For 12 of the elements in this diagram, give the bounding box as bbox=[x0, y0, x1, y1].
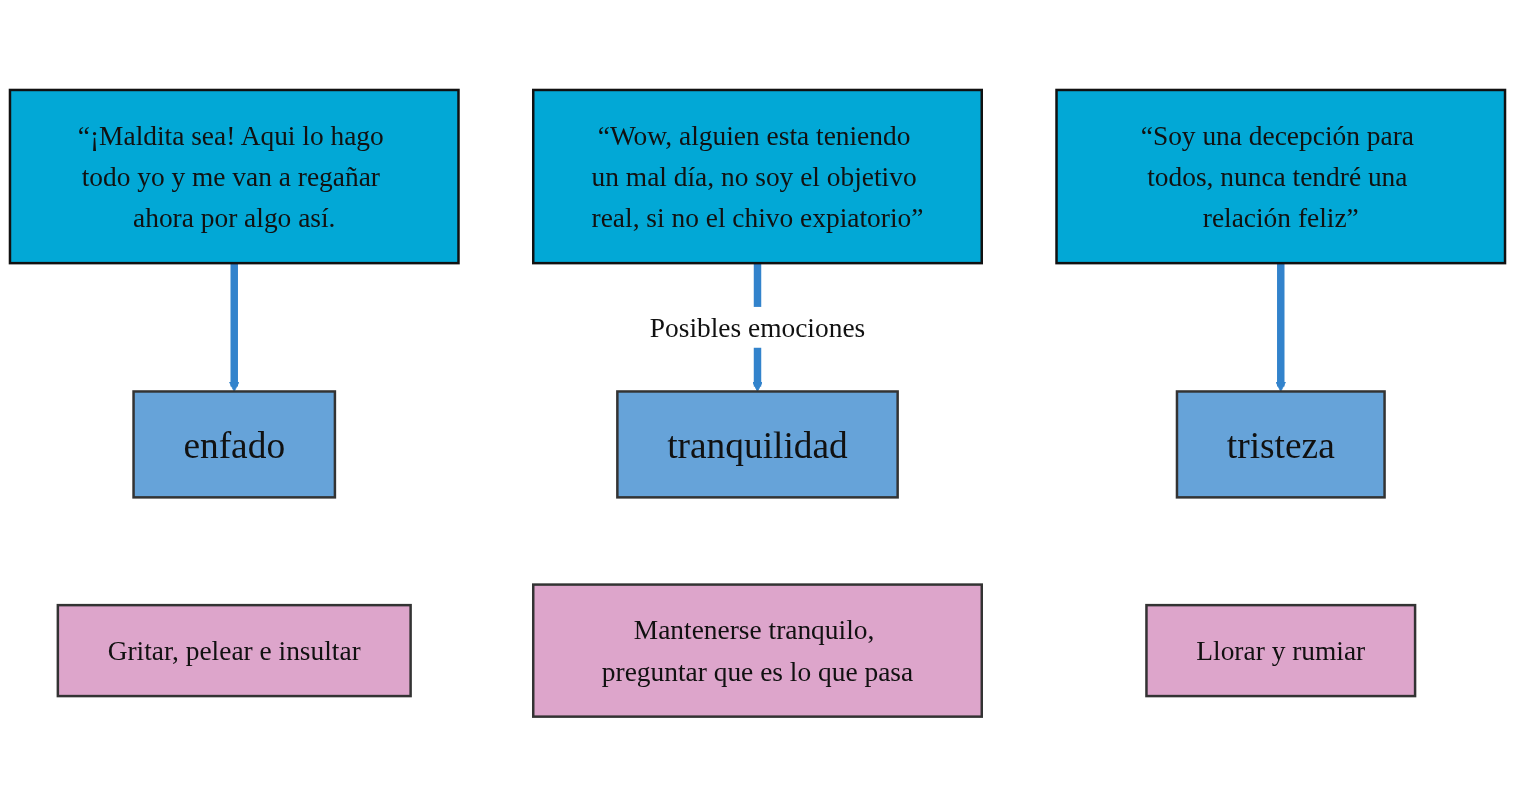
node-box: “Wow, alguien esta teniendo un mal día, no soy el objetivo real, si no el chivo expiatorio” bbox=[532, 88, 983, 265]
node-box: “¡Maldita sea! Aqui lo hago todo yo y me van a regañar ahora por algo así. bbox=[8, 88, 460, 265]
node-box: Mantenerse tranquilo, preguntar que es lo que pasa bbox=[532, 583, 983, 719]
node-box: enfado bbox=[132, 390, 337, 499]
arrow bbox=[1275, 263, 1287, 393]
node-box: Gritar, pelear e insultar bbox=[56, 604, 412, 698]
node-box: “Soy una decepción para todos, nunca tendré una relación feliz” bbox=[1055, 88, 1507, 265]
node-box: Llorar y rumiar bbox=[1145, 604, 1417, 698]
node-box: tristeza bbox=[1175, 390, 1386, 499]
edge-label: Posibles emociones bbox=[649, 311, 866, 344]
arrow bbox=[228, 263, 240, 393]
node-box: tranquilidad bbox=[616, 390, 899, 499]
